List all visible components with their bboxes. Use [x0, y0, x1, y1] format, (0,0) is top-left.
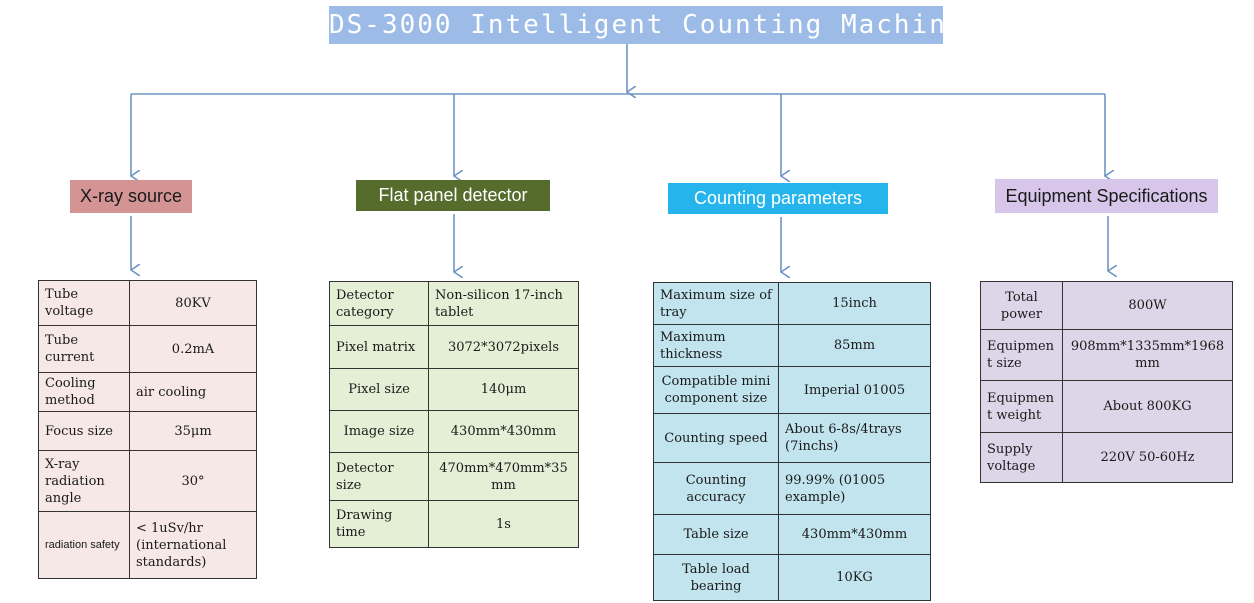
spec-label: Table load bearing — [653, 554, 779, 601]
counting-parameters-table: Maximum size of tray 15inch Maximum thic… — [653, 282, 931, 601]
table-row: Image size 430mm*430mm — [329, 410, 579, 453]
spec-value: 140μm — [428, 368, 579, 411]
spec-label: Tube current — [38, 325, 130, 373]
spec-label: Table size — [653, 514, 779, 555]
table-row: Table size 430mm*430mm — [653, 514, 931, 555]
spec-value: About 6-8s/4trays (7inchs) — [778, 413, 931, 463]
spec-label: Focus size — [38, 411, 130, 451]
spec-value: 800W — [1062, 281, 1233, 330]
spec-value: Imperial 01005 — [778, 366, 931, 414]
table-row: Pixel matrix 3072*3072pixels — [329, 325, 579, 369]
spec-value: 80KV — [129, 280, 257, 326]
spec-label: Image size — [329, 410, 429, 453]
table-row: Detector category Non-silicon 17-inch ta… — [329, 281, 579, 326]
table-row: Counting accuracy 99.99% (01005 example) — [653, 462, 931, 515]
spec-value: 908mm*1335mm*1968mm — [1062, 329, 1233, 381]
spec-value: 430mm*430mm — [428, 410, 579, 453]
spec-value: 99.99% (01005 example) — [778, 462, 931, 515]
xray-source-table: Tube voltage 80KV Tube current 0.2mA Coo… — [38, 280, 257, 579]
table-row: Equipment weight About 800KG — [980, 380, 1233, 433]
table-row: Equipment size 908mm*1335mm*1968mm — [980, 329, 1233, 381]
spec-label: Tube voltage — [38, 280, 130, 326]
table-row: X-ray radiation angle 30° — [38, 450, 257, 512]
category-equipment-specifications: Equipment Specifications — [995, 179, 1218, 213]
spec-label: Maximum size of tray — [653, 282, 779, 325]
spec-value: 0.2mA — [129, 325, 257, 373]
table-row: Table load bearing 10KG — [653, 554, 931, 601]
spec-value: 470mm*470mm*35mm — [428, 452, 579, 501]
spec-value: Non-silicon 17-inch tablet — [428, 281, 579, 326]
spec-label: Pixel matrix — [329, 325, 429, 369]
flat-panel-detector-table: Detector category Non-silicon 17-inch ta… — [329, 281, 579, 548]
spec-value: < 1uSv/hr (international standards) — [129, 511, 257, 579]
category-flat-panel-detector: Flat panel detector — [356, 180, 550, 211]
spec-value: air cooling — [129, 372, 257, 412]
spec-label: Cooling method — [38, 372, 130, 412]
spec-value: 1s — [428, 500, 579, 548]
spec-label: Counting accuracy — [653, 462, 779, 515]
spec-label: Equipment weight — [980, 380, 1063, 433]
equipment-specifications-table: Total power 800W Equipment size 908mm*13… — [980, 281, 1233, 483]
table-row: radiation safety < 1uSv/hr (internationa… — [38, 511, 257, 579]
table-row: Pixel size 140μm — [329, 368, 579, 411]
category-counting-parameters: Counting parameters — [668, 183, 888, 214]
table-row: Detector size 470mm*470mm*35mm — [329, 452, 579, 501]
table-row: Counting speed About 6-8s/4trays (7inchs… — [653, 413, 931, 463]
spec-label: Counting speed — [653, 413, 779, 463]
spec-value: 15inch — [778, 282, 931, 325]
spec-label: Compatible mini component size — [653, 366, 779, 414]
table-row: Supply voltage 220V 50-60Hz — [980, 432, 1233, 483]
spec-label: Detector size — [329, 452, 429, 501]
table-row: Drawing time 1s — [329, 500, 579, 548]
spec-label: X-ray radiation angle — [38, 450, 130, 512]
spec-label: Supply voltage — [980, 432, 1063, 483]
spec-value: 10KG — [778, 554, 931, 601]
spec-value: About 800KG — [1062, 380, 1233, 433]
table-row: Tube current 0.2mA — [38, 325, 257, 373]
table-row: Focus size 35μm — [38, 411, 257, 451]
spec-label: Total power — [980, 281, 1063, 330]
diagram-title: DS-3000 Intelligent Counting Machine — [329, 6, 943, 44]
spec-value: 3072*3072pixels — [428, 325, 579, 369]
table-row: Total power 800W — [980, 281, 1233, 330]
table-row: Maximum size of tray 15inch — [653, 282, 931, 325]
spec-value: 220V 50-60Hz — [1062, 432, 1233, 483]
spec-label: radiation safety — [38, 511, 130, 579]
table-row: Compatible mini component size Imperial … — [653, 366, 931, 414]
spec-label: Pixel size — [329, 368, 429, 411]
spec-label: Drawing time — [329, 500, 429, 548]
spec-value: 85mm — [778, 324, 931, 367]
spec-value: 30° — [129, 450, 257, 512]
table-row: Cooling method air cooling — [38, 372, 257, 412]
spec-label: Maximum thickness — [653, 324, 779, 367]
table-row: Maximum thickness 85mm — [653, 324, 931, 367]
category-xray-source: X-ray source — [70, 180, 192, 213]
spec-label: Equipment size — [980, 329, 1063, 381]
spec-value: 35μm — [129, 411, 257, 451]
spec-label: Detector category — [329, 281, 429, 326]
spec-value: 430mm*430mm — [778, 514, 931, 555]
table-row: Tube voltage 80KV — [38, 280, 257, 326]
